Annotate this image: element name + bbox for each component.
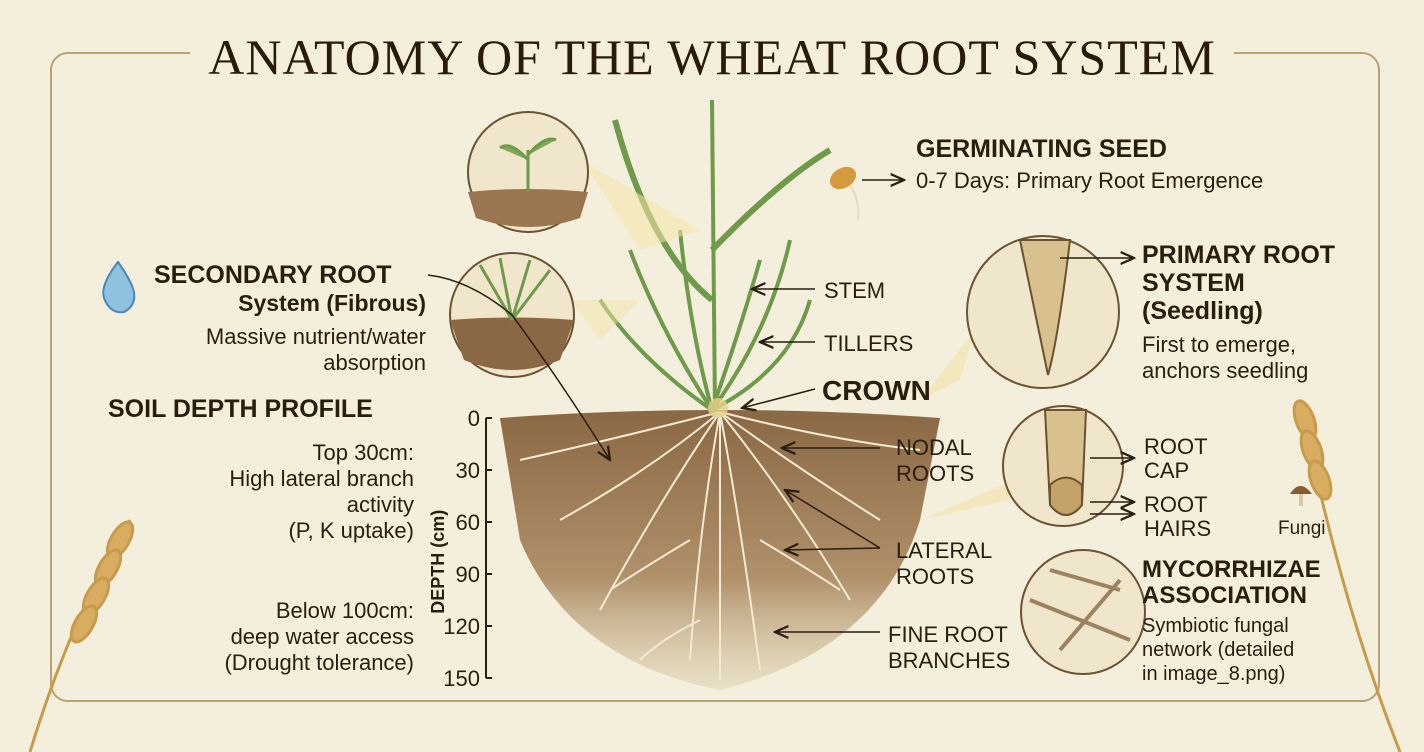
inset-mycorrhizae [1020, 549, 1146, 675]
nodal-roots-label-1: NODAL [896, 435, 972, 460]
primary-root-heading-2: SYSTEM [1142, 269, 1245, 297]
primary-root-desc-2: anchors seedling [1142, 358, 1309, 383]
depth-tick-60: 60 [455, 510, 480, 535]
soil-profile-top-3: activity [346, 492, 414, 517]
water-drop-icon [102, 260, 136, 314]
fine-roots-label-2: BRANCHES [888, 648, 1011, 673]
lateral-roots-label-1: LATERAL [896, 538, 993, 563]
mushroom-icon [1290, 486, 1312, 506]
mycorrhizae-desc-3: in image_8.png) [1142, 663, 1286, 685]
soil-profile-below-3: (Drought tolerance) [224, 650, 414, 675]
fungi-label: Fungi [1278, 518, 1326, 539]
germinating-seed-heading: GERMINATING SEED [916, 135, 1167, 163]
page-title: ANATOMY OF THE WHEAT ROOT SYSTEM [0, 28, 1424, 86]
root-cap-label-2: CAP [1144, 458, 1190, 483]
depth-axis-label: DEPTH (cm) [428, 509, 449, 614]
soil-profile-heading: SOIL DEPTH PROFILE [108, 395, 373, 423]
germinating-seed-detail: 0-7 Days: Primary Root Emergence [916, 168, 1264, 193]
soil-profile-below-2: deep water access [230, 624, 414, 649]
primary-root-desc-1: First to emerge, [1142, 332, 1297, 357]
mycorrhizae-heading-1: MYCORRHIZAE [1142, 556, 1321, 583]
mycorrhizae-desc-1: Symbiotic fungal [1142, 615, 1289, 637]
depth-tick-150: 150 [443, 666, 480, 691]
inset-root-tip [1002, 405, 1124, 527]
depth-tick-30: 30 [455, 458, 480, 483]
mycorrhizae-desc-2: network (detailed [1142, 639, 1295, 661]
soil-profile-top-4: (P, K uptake) [288, 518, 414, 543]
depth-axis [485, 417, 492, 679]
leader-lines [427, 180, 1134, 632]
mycorrhizae-heading-2: ASSOCIATION [1142, 582, 1307, 609]
crown-label: CROWN [822, 375, 931, 406]
inset-primary-root [966, 235, 1120, 389]
primary-root-heading-1: PRIMARY ROOT [1142, 241, 1336, 269]
secondary-root-desc-1: Massive nutrient/water [205, 324, 426, 349]
tillers-label: TILLERS [824, 331, 914, 356]
secondary-root-heading: SECONDARY ROOT [154, 261, 392, 289]
wheat-plant [598, 99, 832, 413]
primary-root-heading-3: (Seedling) [1142, 297, 1263, 325]
depth-tick-90: 90 [455, 562, 480, 587]
wheat-ear-icon [28, 399, 1402, 752]
root-cap-label-1: ROOT [1144, 434, 1208, 459]
root-hairs-label-1: ROOT [1144, 492, 1208, 517]
lateral-roots-label-2: ROOTS [896, 564, 975, 589]
stem-label: STEM [824, 278, 886, 303]
root-hairs-label-2: HAIRS [1144, 516, 1212, 541]
seed-icon [829, 166, 860, 221]
depth-tick-0: 0 [467, 406, 480, 431]
inset-seedling [467, 111, 589, 233]
nodal-roots-label-2: ROOTS [896, 461, 975, 486]
depth-tick-120: 120 [443, 614, 480, 639]
soil-profile-below-1: Below 100cm: [275, 598, 414, 623]
fine-roots-label-1: FINE ROOT [888, 622, 1008, 647]
soil-profile-top-2: High lateral branch [229, 466, 414, 491]
secondary-root-desc-2: absorption [323, 350, 426, 375]
root-system [519, 411, 921, 680]
secondary-root-subheading: System (Fibrous) [238, 290, 426, 316]
soil-profile-top-1: Top 30cm: [312, 440, 415, 465]
